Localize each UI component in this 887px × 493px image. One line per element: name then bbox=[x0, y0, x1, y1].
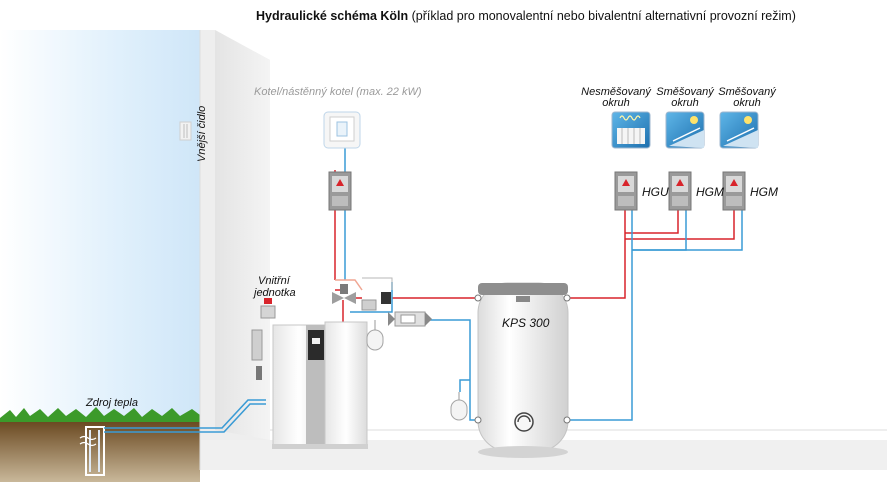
indoor-unit bbox=[272, 321, 368, 449]
label-unmixed-circuit-1: Nesměšovaný bbox=[581, 86, 651, 98]
label-boiler: Kotel/nástěnný kotel (max. 22 kW) bbox=[254, 86, 422, 98]
expansion-vessel-icon bbox=[366, 320, 468, 421]
pump-group-icon bbox=[614, 171, 638, 211]
label-mixed-circuit-a-2: okruh bbox=[671, 97, 699, 109]
radiator-icon bbox=[611, 111, 651, 149]
label-mixed-circuit-b-1: Směšovaný bbox=[718, 86, 776, 98]
label-unmixed-circuit-2: okruh bbox=[602, 97, 630, 109]
floor-heating-icon bbox=[719, 111, 759, 149]
pump-group-icon bbox=[328, 171, 352, 211]
label-heat-source: Zdroj tepla bbox=[86, 397, 138, 409]
label-indoor-unit-2: jednotka bbox=[254, 287, 296, 299]
grass bbox=[0, 407, 200, 424]
storage-tank bbox=[474, 282, 571, 458]
label-hgm-a: HGM bbox=[696, 185, 724, 199]
label-tank: KPS 300 bbox=[502, 316, 550, 330]
outdoor-sensor-icon bbox=[179, 121, 192, 141]
label-mixed-circuit-a-1: Směšovaný bbox=[656, 86, 714, 98]
label-hgu: HGU bbox=[642, 185, 669, 199]
label-outdoor-sensor: Vnější čidlo bbox=[196, 105, 208, 162]
diagram-title: Hydraulické schéma Köln (příklad pro mon… bbox=[256, 9, 796, 23]
pump-group-icon bbox=[722, 171, 746, 211]
indoor-fittings bbox=[251, 292, 391, 380]
return-pipes bbox=[344, 148, 743, 421]
boiler-icon bbox=[323, 111, 361, 149]
label-indoor-unit-1: Vnitřní bbox=[258, 275, 290, 287]
label-mixed-circuit-b-2: okruh bbox=[733, 97, 761, 109]
outdoor-area bbox=[0, 30, 200, 430]
ground-loop bbox=[79, 399, 266, 476]
title-rest: (příklad pro monovalentní nebo bivalentn… bbox=[408, 9, 796, 23]
pump-group-icon bbox=[668, 171, 692, 211]
filter-group bbox=[388, 311, 432, 327]
title-bold: Hydraulické schéma Köln bbox=[256, 9, 409, 23]
label-hgm-b: HGM bbox=[750, 185, 778, 199]
floor-heating-icon bbox=[665, 111, 705, 149]
three-way-valve-icon bbox=[332, 284, 356, 304]
